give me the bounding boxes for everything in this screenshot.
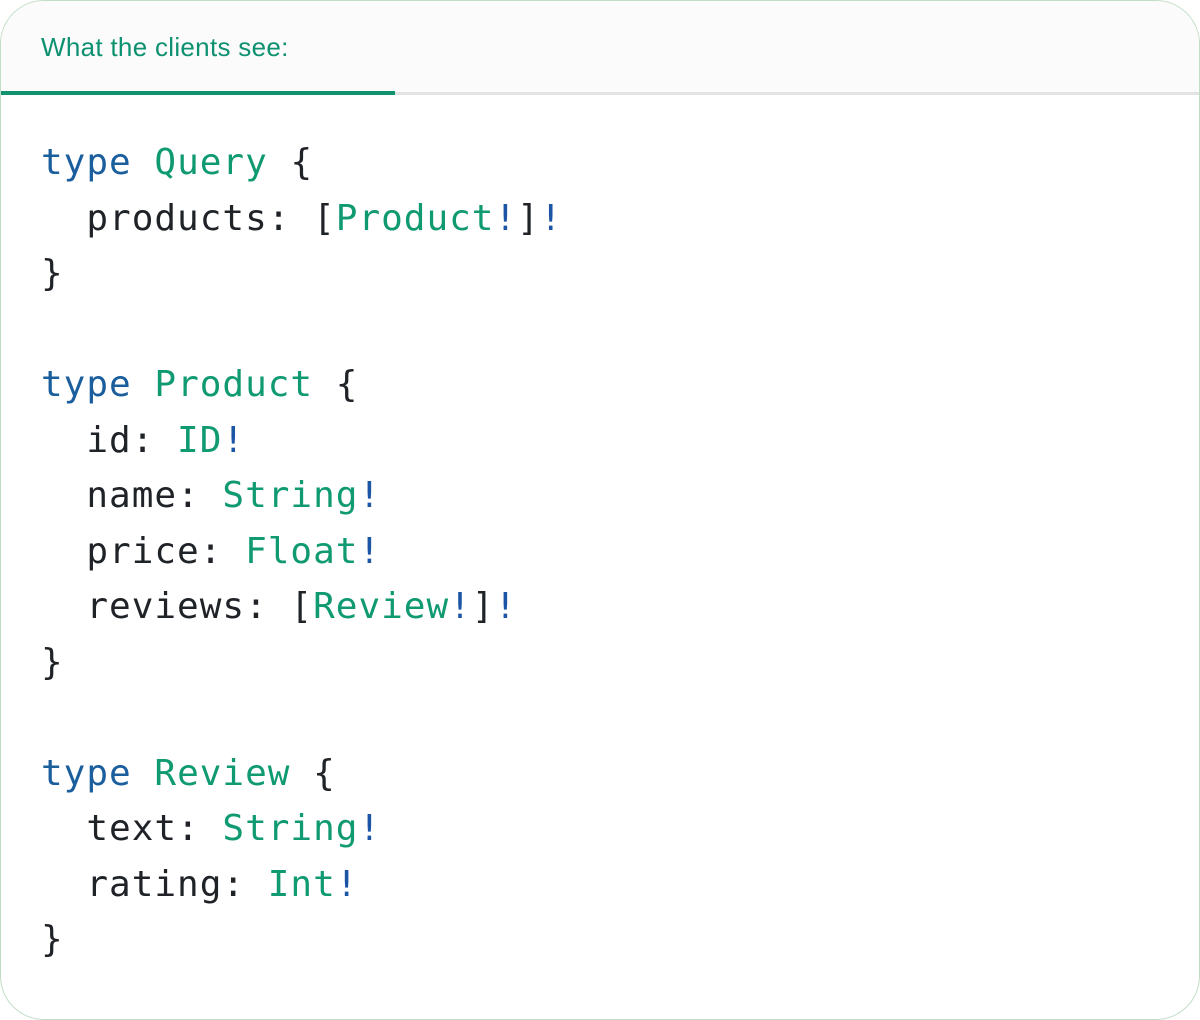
code-token-type: Review <box>313 586 450 627</box>
code-token-bang: ! <box>358 530 382 572</box>
code-token-type: Product <box>335 197 495 239</box>
code-line: type Product { <box>41 357 1159 413</box>
code-token-plain: products: [ <box>41 197 336 239</box>
code-token-type: String <box>222 808 359 849</box>
code-token-type: ID <box>177 419 223 461</box>
code-token-bang: ! <box>494 586 518 627</box>
code-token-plain: { <box>313 364 359 405</box>
code-line: } <box>41 635 1159 691</box>
code-line: text: String! <box>41 801 1159 857</box>
code-token-plain: { <box>290 752 336 794</box>
code-token-plain <box>132 753 155 794</box>
code-line: id: ID! <box>41 413 1159 469</box>
code-token-bang: ! <box>358 475 382 516</box>
code-token-bang: ! <box>358 808 382 849</box>
code-token-plain: rating: <box>41 863 268 905</box>
code-token-bang: ! <box>449 586 472 627</box>
code-token-plain: ] <box>517 197 540 239</box>
code-token-plain: } <box>41 641 64 683</box>
code-token-type: Product <box>154 364 314 405</box>
code-token-bang: ! <box>494 197 518 239</box>
code-block: type Query { products: [Product!]!} type… <box>1 95 1199 968</box>
code-token-plain <box>132 142 155 183</box>
tab-bar: What the clients see: <box>1 1 1199 95</box>
code-token-type: Int <box>267 863 336 905</box>
code-line: rating: Int! <box>41 857 1159 913</box>
code-line: } <box>41 912 1159 968</box>
code-token-plain: { <box>267 142 314 183</box>
code-line: } <box>41 246 1159 302</box>
code-token-type: Float <box>245 530 359 572</box>
code-line <box>41 690 1159 746</box>
code-token-plain: text: <box>41 808 223 849</box>
active-tab-indicator <box>1 91 395 95</box>
code-token-plain: price: <box>41 530 246 572</box>
code-line: name: String! <box>41 468 1159 524</box>
code-token-plain: } <box>41 253 64 294</box>
code-token-type: Review <box>154 752 291 794</box>
code-line: products: [Product!]! <box>41 191 1159 247</box>
code-token-plain: id: <box>41 419 178 461</box>
code-token-bang: ! <box>539 197 563 239</box>
code-line: reviews: [Review!]! <box>41 579 1159 635</box>
code-token-keyword: type <box>41 752 132 794</box>
code-token-bang: ! <box>335 863 359 905</box>
code-token-plain: ] <box>471 586 495 627</box>
tab-label: What the clients see: <box>41 31 289 62</box>
code-token-type: Query <box>154 142 268 183</box>
code-line: price: Float! <box>41 524 1159 580</box>
code-token-plain: reviews: [ <box>41 586 314 627</box>
code-token-plain <box>132 364 155 405</box>
tab-what-clients-see[interactable]: What the clients see: <box>1 1 395 95</box>
code-token-bang: ! <box>222 419 246 461</box>
code-line: type Review { <box>41 746 1159 802</box>
code-token-keyword: type <box>41 364 132 405</box>
code-token-keyword: type <box>41 142 132 183</box>
code-line <box>41 302 1159 358</box>
code-token-type: String <box>222 475 359 516</box>
code-token-plain: } <box>41 919 64 960</box>
code-token-plain: name: <box>41 475 223 516</box>
code-line: type Query { <box>41 135 1159 191</box>
